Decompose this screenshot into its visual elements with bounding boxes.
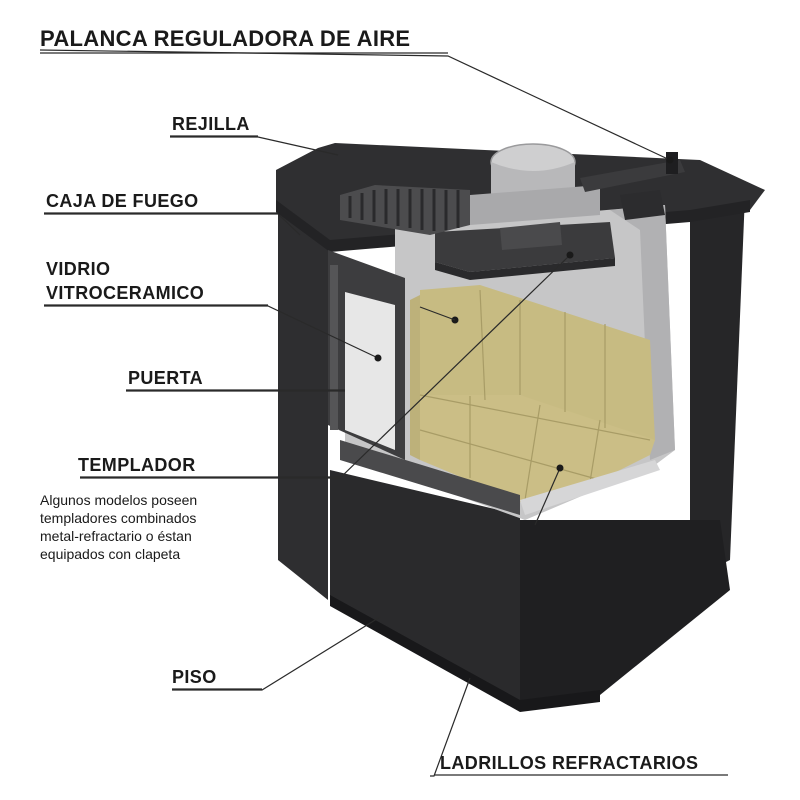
stove-right-wall	[690, 195, 745, 580]
brick-joints	[419, 289, 651, 501]
ash-lip	[340, 440, 520, 515]
refractory-left-wall	[410, 295, 420, 460]
baffle-note-line3: metal-refractario o éstan	[40, 528, 192, 544]
leader-floor	[172, 616, 381, 691]
baffle-note-line4: equipados con clapeta	[40, 546, 181, 562]
label-bricks: LADRILLOS REFRACTARIOS	[440, 753, 699, 773]
baffle-plate-edge	[435, 258, 615, 280]
grille-slats	[348, 189, 460, 231]
baffle-note-line2: templadores combinados	[40, 510, 197, 526]
ash-lip-right	[520, 460, 660, 515]
leader-dots	[374, 156, 674, 472]
leader-firebox	[44, 213, 301, 236]
stove-base-bottom	[330, 595, 600, 712]
firebox-inner-right-wall	[610, 205, 675, 460]
label-door: PUERTA	[128, 368, 204, 388]
leader-baffle	[80, 254, 571, 479]
leader-grille	[170, 136, 339, 156]
label-floor: PISO	[172, 667, 217, 687]
stove-base-right	[520, 520, 730, 710]
stove-base-front	[330, 470, 520, 710]
label-glass-line2: VITROCERAMICO	[46, 283, 205, 303]
air-lever-bar	[580, 160, 685, 192]
flue-outlet-channel	[470, 185, 600, 225]
stove-left-wall	[278, 205, 328, 600]
air-lever-bracket	[620, 190, 665, 220]
ceramic-glass-panel	[345, 292, 395, 450]
leader-underlines	[40, 52, 728, 776]
leader-bricks-lower	[534, 467, 561, 526]
baffle-note-line1: Algunos modelos poseen	[40, 492, 198, 508]
label-grille: REJILLA	[172, 114, 250, 134]
door-hinge-edge	[330, 265, 338, 430]
label-air-lever: PALANCA REGULADORA DE AIRE	[40, 26, 411, 51]
baffle-support	[500, 222, 562, 250]
leader-air-lever	[39, 49, 671, 161]
label-firebox: CAJA DE FUEGO	[46, 191, 199, 211]
refractory-back-wall	[420, 285, 655, 445]
label-glass-line1: VIDRIO	[46, 259, 111, 279]
leader-glass	[44, 305, 379, 359]
label-baffle: TEMPLADOR	[78, 455, 196, 475]
leader-lines	[39, 49, 671, 777]
leader-glass-to-bricks	[419, 306, 456, 321]
leader-ladrillos	[430, 677, 471, 777]
air-lever-knob	[666, 152, 678, 174]
